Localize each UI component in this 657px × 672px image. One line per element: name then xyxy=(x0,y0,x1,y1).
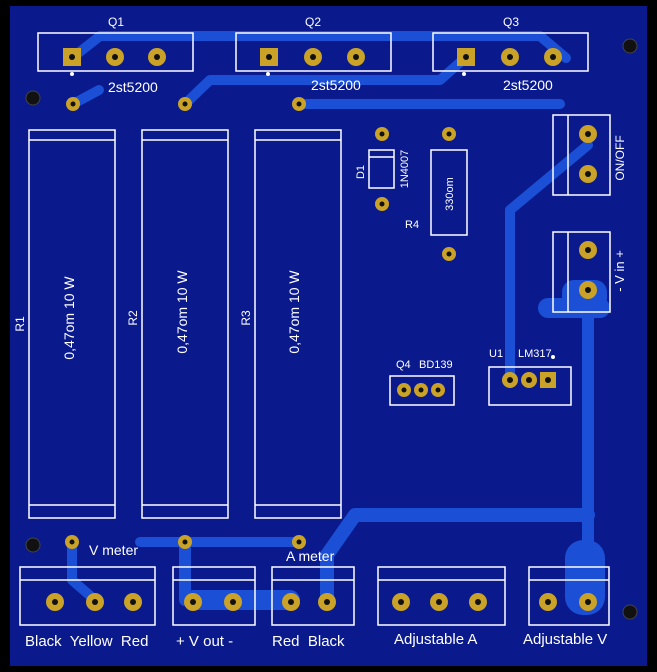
r2-ref: R2 xyxy=(126,310,140,326)
r3-ref: R3 xyxy=(239,310,253,326)
r4-value: 330om xyxy=(444,177,456,211)
connector1-label: Black Yellow Red xyxy=(25,633,148,650)
q1-part: 2st5200 xyxy=(108,79,158,95)
u1-ref: U1 xyxy=(489,348,503,360)
mounting-holes xyxy=(25,38,638,620)
u1-part: LM317 xyxy=(518,348,552,360)
connector2-label: + V out - xyxy=(176,633,233,650)
r3-value: 0,47om 10 W xyxy=(286,270,302,354)
pads xyxy=(46,48,597,611)
transistor-outlines xyxy=(19,32,611,626)
vin-copper-pour xyxy=(565,540,605,615)
connector5-label: Adjustable V xyxy=(523,631,607,648)
vin-label: - V in + xyxy=(612,250,627,292)
q1-ref: Q1 xyxy=(108,15,124,29)
q3-part: 2st5200 xyxy=(503,77,553,93)
a-meter-label: A meter xyxy=(286,548,335,564)
r1-value: 0,47om 10 W xyxy=(61,276,77,360)
d1-ref: D1 xyxy=(355,165,367,179)
connector4-label: Adjustable A xyxy=(394,631,477,648)
d1-part: 1N4007 xyxy=(399,150,411,189)
q3-ref: Q3 xyxy=(503,15,519,29)
v-meter-label: V meter xyxy=(89,542,138,558)
q4-part: BD139 xyxy=(419,359,453,371)
r4-ref: R4 xyxy=(405,219,419,231)
q4-ref: Q4 xyxy=(396,359,411,371)
r1-ref: R1 xyxy=(13,316,27,332)
switch-label: ON/OFF xyxy=(613,135,627,180)
connector3-label: Red Black xyxy=(272,633,345,650)
q2-part: 2st5200 xyxy=(311,77,361,93)
r2-value: 0,47om 10 W xyxy=(174,270,190,354)
q2-ref: Q2 xyxy=(305,15,321,29)
silkscreen-text: Q1 Q2 Q3 2st5200 2st5200 2st5200 R1 R2 R… xyxy=(13,15,627,650)
pin1-markers xyxy=(70,72,555,359)
